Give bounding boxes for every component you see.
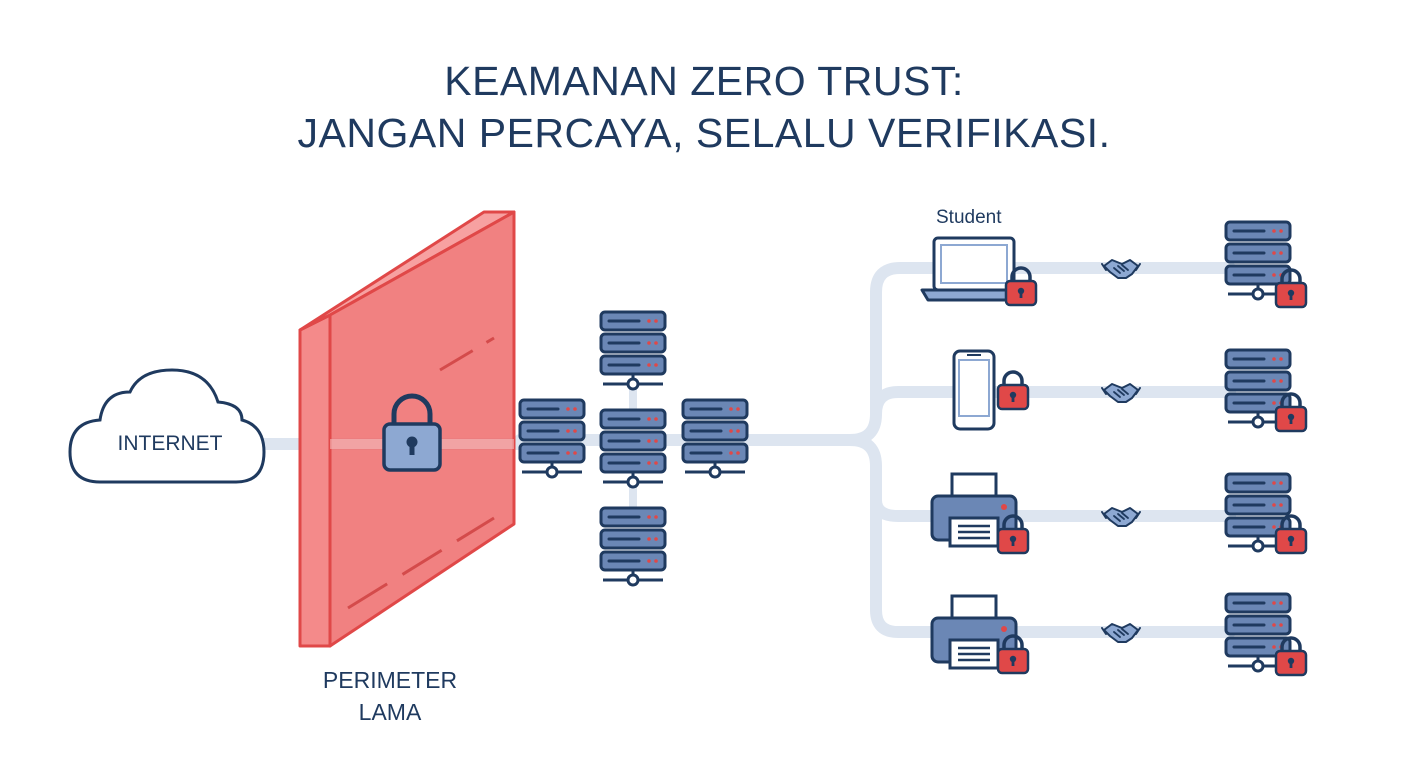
handshake-icon bbox=[1101, 623, 1141, 643]
server-icon bbox=[599, 408, 667, 489]
smartphone-icon bbox=[952, 349, 996, 431]
server-icon bbox=[599, 310, 667, 391]
cloud-icon bbox=[68, 368, 266, 484]
padlock-icon bbox=[382, 393, 442, 472]
server-icon bbox=[518, 398, 586, 479]
device-row-smartphone bbox=[952, 348, 1308, 433]
device-row-printer-2 bbox=[930, 592, 1308, 677]
handshake-icon bbox=[1101, 259, 1141, 279]
laptop-icon bbox=[920, 236, 1028, 302]
internal-server-cluster bbox=[518, 310, 749, 587]
device-row-laptop bbox=[920, 220, 1308, 309]
branch-line-4 bbox=[870, 494, 1236, 638]
branch-line-3 bbox=[844, 434, 1236, 522]
perimeter-label-line-2: LAMA bbox=[358, 699, 422, 725]
padlock-icon bbox=[996, 370, 1030, 411]
handshake-icon bbox=[1101, 507, 1141, 527]
diagram-title: KEAMANAN ZERO TRUST: JANGAN PERCAYA, SEL… bbox=[0, 55, 1408, 159]
server-icon bbox=[599, 506, 667, 587]
perimeter-label: PERIMETER LAMA bbox=[300, 664, 480, 728]
branch-line-2 bbox=[870, 386, 1236, 420]
server-icon bbox=[681, 398, 749, 479]
branch-line-1 bbox=[844, 262, 1236, 446]
handshake-icon bbox=[1101, 383, 1141, 403]
internet-label: INTERNET bbox=[117, 432, 223, 455]
title-line-2: JANGAN PERCAYA, SELALU VERIFIKASI. bbox=[297, 110, 1111, 156]
device-row-printer-1 bbox=[930, 472, 1308, 555]
perimeter-label-line-1: PERIMETER bbox=[322, 667, 458, 693]
title-line-1: KEAMANAN ZERO TRUST: bbox=[444, 58, 964, 104]
student-label: Student bbox=[936, 207, 1002, 228]
